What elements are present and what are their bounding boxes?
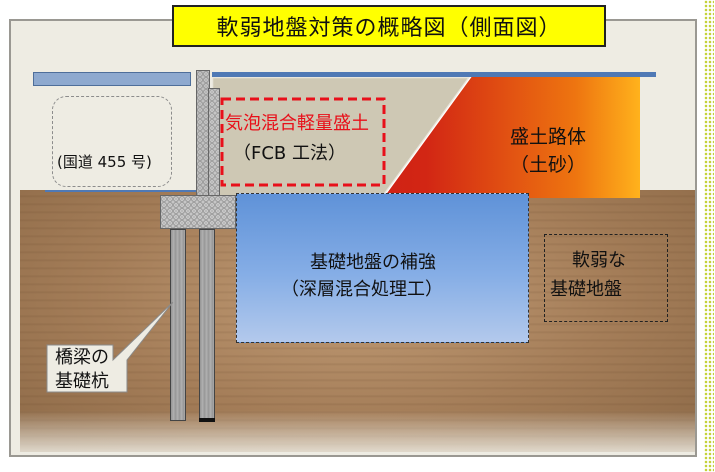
national-road-line bbox=[45, 190, 215, 192]
ground-fade bbox=[20, 410, 695, 455]
reinforce-label-line2: （深層混合処理工） bbox=[281, 279, 443, 300]
national-road-label: (国道 455 号) bbox=[57, 153, 152, 171]
embankment-label-line2: （土砂） bbox=[510, 154, 587, 176]
pile-tip bbox=[199, 418, 215, 422]
soft-ground-label-line1: 軟弱な bbox=[572, 250, 626, 271]
reinforce-label-line1: 基礎地盤の補強 bbox=[310, 252, 436, 273]
soft-ground-label-line2: 基礎地盤 bbox=[550, 279, 622, 300]
abutment-footing bbox=[160, 195, 236, 229]
national-road-box bbox=[52, 96, 172, 187]
diagram-title: 軟弱地盤対策の概略図（側面図） bbox=[172, 5, 606, 47]
fcb-label-line1: 気泡混合軽量盛土 bbox=[225, 113, 369, 134]
fcb-lightweight-fill bbox=[212, 77, 472, 199]
pile-callout bbox=[46, 301, 174, 393]
pile-label-line1: 橋梁の bbox=[55, 347, 109, 368]
fcb-dashed-outline bbox=[220, 97, 386, 187]
ground-reinforcement-zone bbox=[236, 193, 529, 343]
foundation-pile-left bbox=[170, 229, 186, 421]
foundation-pile-right bbox=[199, 229, 215, 421]
dotted-edge bbox=[704, 0, 714, 472]
road-surface-right bbox=[212, 72, 656, 77]
pile-label-line2: 基礎杭 bbox=[55, 371, 109, 392]
fcb-label-line2: （FCB 工法） bbox=[233, 143, 346, 164]
soft-ground-box bbox=[544, 234, 668, 322]
road-surface-left bbox=[33, 72, 191, 86]
abutment-wall bbox=[208, 88, 220, 198]
embankment-label-line1: 盛土路体 bbox=[510, 126, 587, 148]
